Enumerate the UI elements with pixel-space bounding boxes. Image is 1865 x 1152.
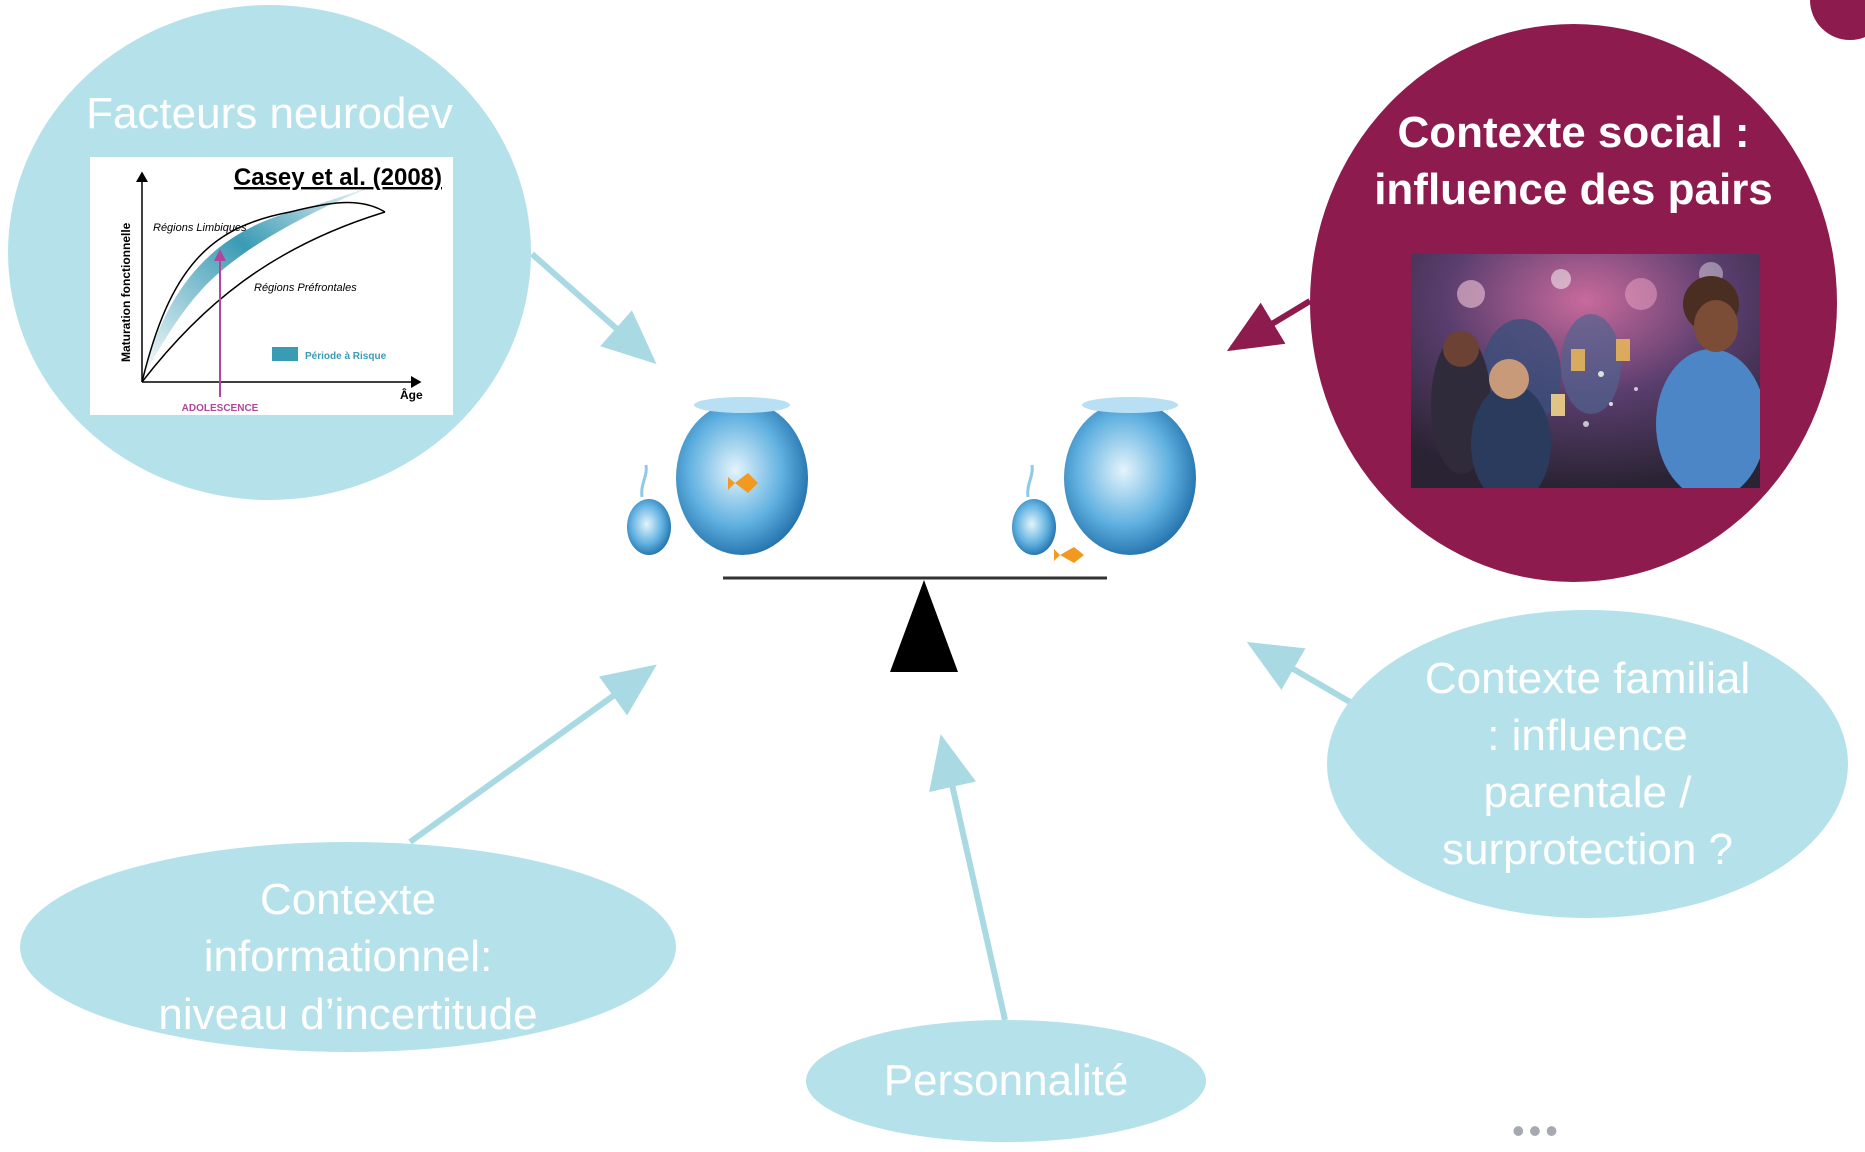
risk-period-area: [142, 182, 385, 379]
party-crowd-photo: [1411, 254, 1760, 488]
arrow-social: [1226, 298, 1312, 352]
bubble-familial-line2: : influence: [1487, 710, 1688, 760]
inset-citation: Casey et al. (2008): [234, 164, 442, 191]
bubble-personnalite-title: Personnalité: [883, 1056, 1129, 1106]
bubble-informationnel-line2: informationnel:: [203, 932, 493, 982]
curve-prefrontales: [141, 211, 386, 383]
inset-x-label: Âge: [400, 387, 423, 402]
bubble-informationnel: Contexte informationnel: niveau d’incert…: [20, 842, 676, 1052]
curve-limbiques: [141, 201, 386, 383]
inset-chart: Casey et al. (2008) Maturation fonctionn…: [90, 157, 453, 415]
arrow-neurodev: [530, 251, 657, 364]
crowd-photo: [1411, 254, 1760, 488]
adolescence-label: ADOLESCENCE: [182, 403, 259, 414]
arrow-informationnel: [408, 664, 657, 845]
inset-y-label: Maturation fonctionnelle: [119, 222, 133, 362]
arrow-familial: [1246, 641, 1352, 705]
bubble-familial-line4: surprotection ?: [1441, 825, 1734, 875]
bubble-neurodev-title: Facteurs neurodev: [86, 89, 453, 138]
bubble-familial-line1: Contexte familial: [1424, 653, 1751, 703]
legend-swatch: [272, 347, 298, 361]
bubble-social-title-line2: influence des pairs: [1374, 165, 1773, 215]
ellipsis-dots: •••: [1512, 1110, 1562, 1151]
bubble-informationnel-line1: Contexte: [259, 875, 437, 925]
label-prefrontales: Régions Préfrontales: [254, 282, 357, 294]
label-limbiques: Régions Limbiques: [153, 222, 247, 234]
arrow-personnalite: [929, 734, 1008, 1021]
bubble-informationnel-line3: niveau d’incertitude: [158, 989, 538, 1039]
adolescence-marker-head: [214, 249, 226, 261]
legend-label: Période à Risque: [305, 351, 387, 362]
bubble-personnalite: Personnalité: [806, 1020, 1206, 1142]
inset-chart-svg: Casey et al. (2008) Maturation fonctionn…: [119, 164, 442, 414]
bubble-social-title-line1: Contexte social :: [1397, 108, 1750, 157]
bubble-familial-line3: parentale /: [1483, 768, 1692, 817]
bubble-familial: Contexte familial : influence parentale …: [1327, 610, 1848, 918]
